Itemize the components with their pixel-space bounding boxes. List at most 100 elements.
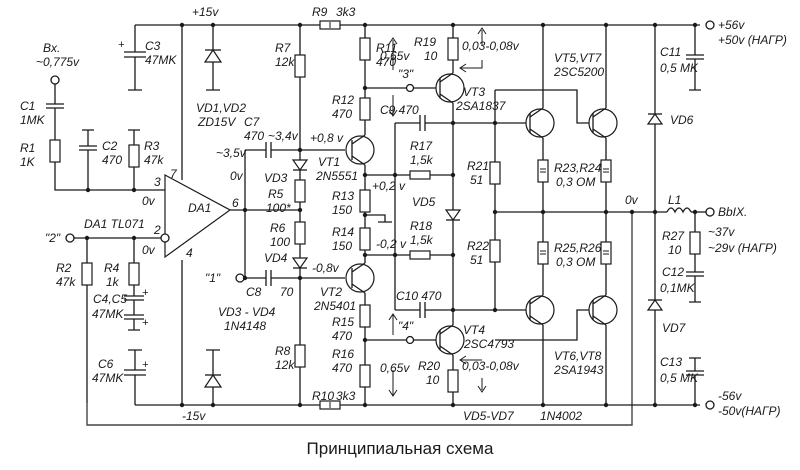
vd1-zener-body [203,48,223,63]
wire [351,134,366,166]
label-components-vt4-1: 2SC4793 [463,337,514,351]
label-opamp-pin7: 7 [170,167,178,181]
vt1-transistor [345,135,375,165]
testpoint-3[interactable] [405,83,415,93]
label-components-r2-0: R2 [56,261,72,275]
label-components-r8-1: 12k [275,358,295,372]
label-voltages-re_top: 0,03-0,08v [462,39,520,53]
junction-dot [540,402,546,408]
testpoint-2[interactable] [65,233,75,243]
wire [365,87,407,341]
label-voltages-in_plus: 0v [142,194,156,208]
r21-resistor [489,161,501,185]
c2-capacitor [79,129,97,190]
label-components-r3-0: R3 [144,139,160,153]
junction-dot [450,22,456,28]
junction-dot [179,402,185,408]
label-components-r18-0: R18 [410,219,432,233]
r5-resistor [294,179,306,203]
output-terminal[interactable] [705,207,715,217]
r6-resistor [294,221,306,245]
wire [365,174,453,256]
label-opamp-pin2: 2 [153,223,161,237]
input-level: ~0,775v [36,55,80,69]
symbol-label: + [118,39,125,51]
label-supply-pos56: +56v [718,18,745,32]
wire [300,149,345,279]
wire [439,324,454,356]
label-voltages-c7_side: ~3,4v [268,129,299,143]
wire [592,107,607,139]
r26-resistor [600,241,612,265]
opamp-type: DA1 TL071 [84,217,145,231]
r18-resistor [409,250,431,260]
label-components-vd7-0: VD7 [662,321,687,335]
c8-capacitor [244,270,300,286]
r25-resistor [537,241,549,265]
r20-resistor [447,369,459,393]
junction-dot [603,402,609,408]
label-voltages-vt2_base: -0,8v [312,261,340,275]
wire [128,129,140,190]
input-terminal[interactable] [50,75,60,85]
label-components-vd3-0: VD3 [264,171,288,185]
wire [495,122,527,311]
label-components-vt57-1: 2SC5200 [553,65,604,79]
r16-resistor [359,364,371,388]
junction-dot [603,209,609,215]
label-components-vt1-1: 2N5551 [315,169,358,183]
c7-capacitor [245,142,300,158]
label-opamp-pin6: 6 [232,196,239,210]
testpoint-4[interactable] [405,335,415,345]
re-arrow-top [459,27,487,73]
label-components-c10-0: C10 470 [396,289,442,303]
input-label: Bx. [43,41,60,55]
label-components-r5-0: R5 [268,187,284,201]
label-voltages-vt1_base: +0,8 v [310,131,344,145]
label-components-r9-1: 3k3 [336,5,356,19]
label-supply-pos50: +50v (НАГР) [718,33,787,47]
junction-dot [392,172,398,178]
label-components-c45-1: 47MK [92,307,124,321]
opamp-da1 [164,173,232,259]
junction-dot [450,252,456,258]
label-components-r19-0: R19 [414,35,436,49]
label-components-c7-0: C7 [244,115,261,129]
junction-dot [652,402,658,408]
c9-capacitor [394,115,495,310]
c3-capacitor [124,25,146,91]
feedback-frame [86,212,633,426]
label-components-r1-1: 1K [20,155,36,169]
label-components-c45-0: C4,C5 [93,292,127,306]
label-components-r21-0: R21 [467,159,489,173]
label-components-r2324-1: 0,3 OM [556,175,595,189]
label-voltages-vbe_top: 0,65v [380,49,410,63]
r7-resistor [294,54,306,78]
junction-dot [210,22,216,28]
label-components-r2526-0: R25,R26 [554,241,602,255]
r14-resistor [359,227,371,251]
label-testpoints-tp2: "2" [45,231,61,245]
label-components-r22-1: 51 [470,253,483,267]
symbol-label: + [142,317,149,329]
label-components-r14-0: R14 [332,225,354,239]
c11-capacitor [686,25,704,91]
vd6-diode [646,112,664,125]
label-components-vt57-0: VT5,VT7 [554,51,603,65]
terminal-pos-supply[interactable] [705,20,715,30]
wire [495,89,590,341]
r8-resistor [294,344,306,368]
label-components-vt68-0: VT6,VT8 [554,349,602,363]
r11-resistor [359,37,371,61]
junction-dot [362,402,368,408]
terminal-neg-supply[interactable] [705,400,715,410]
label-components-r2324-0: R23,R24 [554,161,602,175]
label-components-vt2-0: VT2 [320,285,342,299]
junction-dot [540,209,546,215]
label-opamp-pin3: 3 [154,175,161,189]
c12-capacitor [686,212,704,303]
label-components-r6-1: 100 [270,235,290,249]
label-components-c11-1: 0,5 MK [660,61,699,75]
label-components-r18-1: 1,5k [410,233,434,247]
wire [54,162,165,191]
